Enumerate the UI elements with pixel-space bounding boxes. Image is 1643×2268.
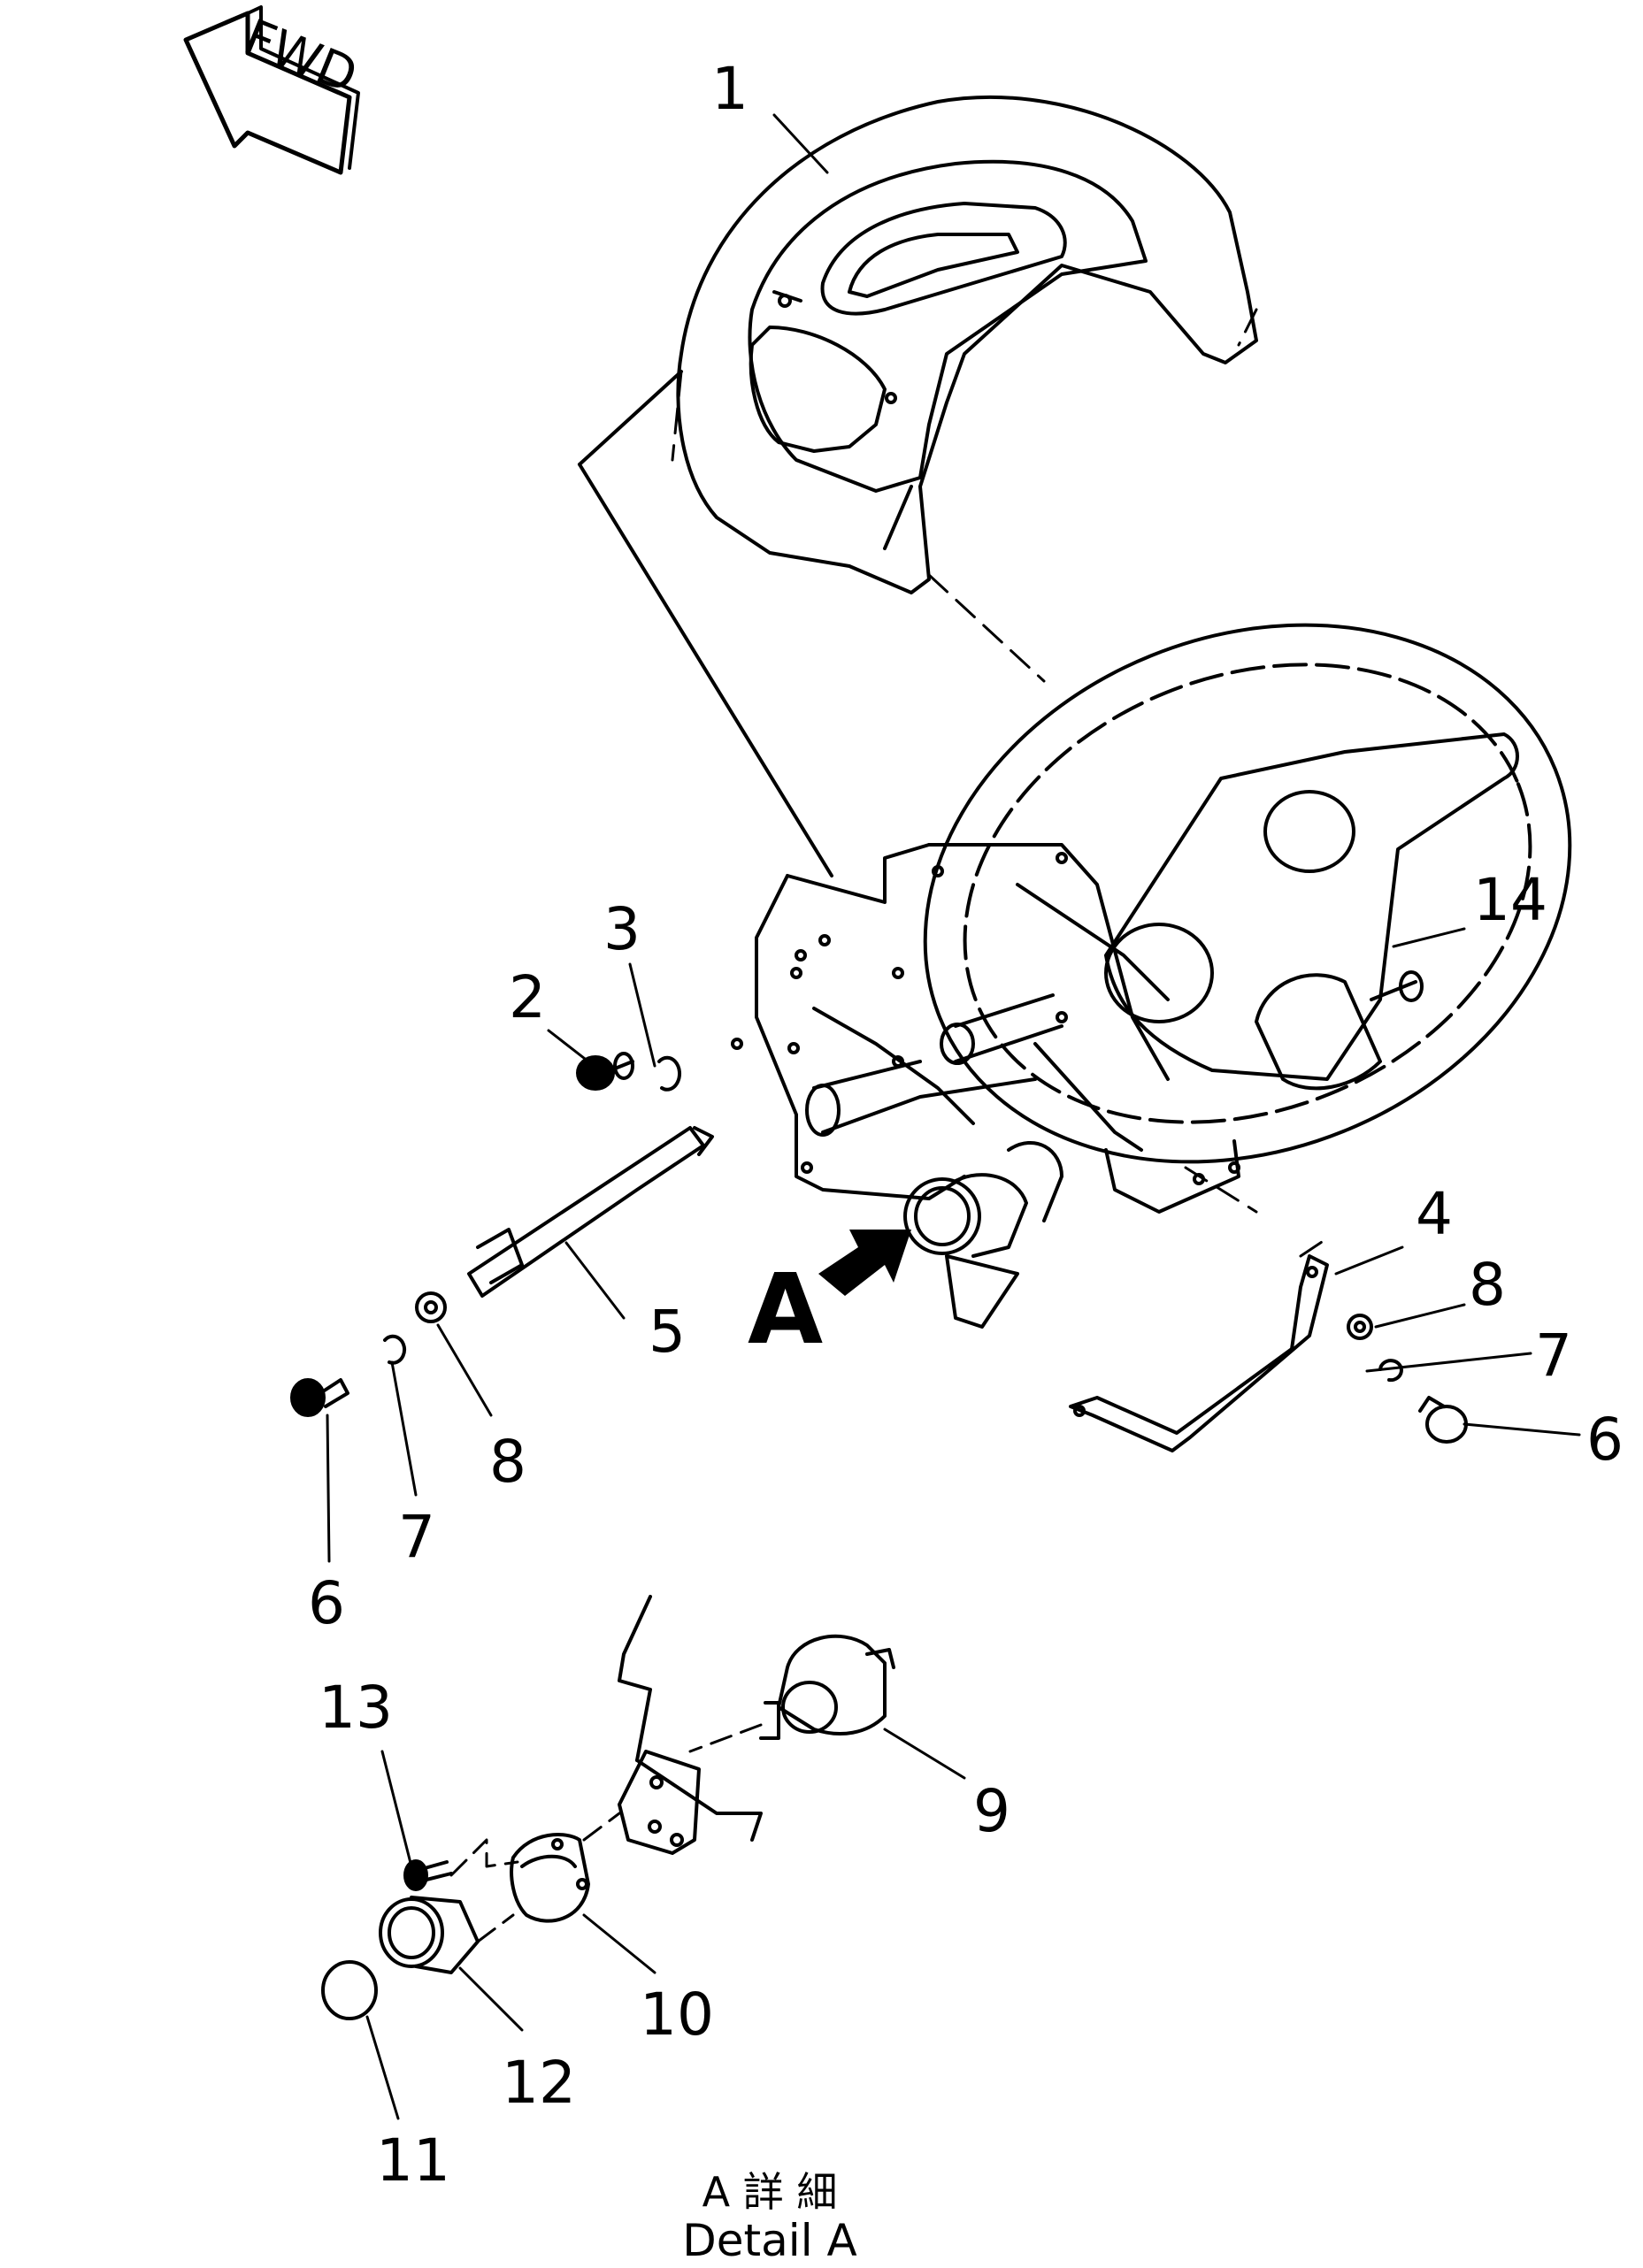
fwd-arrow-icon: FWD [183, 5, 365, 175]
light-switch [903, 1140, 1063, 1329]
callout-3: 3 [603, 895, 641, 963]
bolt-2 [576, 1052, 634, 1091]
bolt-6-right [1418, 1396, 1468, 1444]
callout-8-left: 8 [489, 1428, 526, 1496]
callout-leaders [326, 113, 1581, 2120]
callout-10: 10 [640, 1981, 714, 2049]
callout-6-left: 6 [308, 1569, 345, 1637]
assembly-leaders [671, 308, 1329, 1258]
washer-3 [657, 1055, 681, 1092]
detail-a-bracket [618, 1595, 763, 1855]
steering-column [578, 370, 1240, 1214]
knob-12 [379, 1896, 480, 1974]
callout-9: 9 [973, 1777, 1010, 1845]
lock-washer-7-right [1378, 1359, 1403, 1383]
screw-13 [403, 1859, 453, 1891]
bracket-5 [467, 1126, 714, 1298]
callout-5: 5 [649, 1298, 686, 1366]
callout-11: 11 [376, 2126, 450, 2195]
callout-7-left: 7 [398, 1503, 435, 1571]
column-levers [805, 993, 1063, 1137]
ring-10 [510, 1833, 590, 1923]
washer-8-right [1347, 1314, 1373, 1340]
detail-a-arrow-icon [818, 1230, 911, 1296]
caption-en: Detail A [682, 2215, 857, 2266]
caption-jp: A 詳 細 [702, 2168, 838, 2216]
callout-1: 1 [711, 55, 749, 123]
bracket-4 [1069, 1254, 1329, 1452]
switch-9 [759, 1634, 895, 1740]
bolt-6-left [290, 1378, 349, 1417]
washer-8-left [415, 1291, 447, 1323]
callout-12: 12 [502, 2049, 576, 2117]
callout-8-right: 8 [1469, 1251, 1506, 1319]
detail-a-marker: A [748, 1253, 824, 1366]
callout-4: 4 [1416, 1180, 1453, 1248]
lock-washer-7-left [383, 1334, 407, 1365]
steering-wheel [923, 623, 1572, 1164]
instrument-cover [676, 95, 1258, 594]
callout-2: 2 [509, 963, 546, 1031]
callout-7-right: 7 [1535, 1322, 1572, 1390]
detail-a-leaders [449, 1723, 763, 1943]
callout-14: 14 [1473, 866, 1547, 934]
callout-13: 13 [319, 1674, 393, 1742]
cap-11 [321, 1960, 378, 2020]
callout-6-right: 6 [1586, 1406, 1624, 1474]
